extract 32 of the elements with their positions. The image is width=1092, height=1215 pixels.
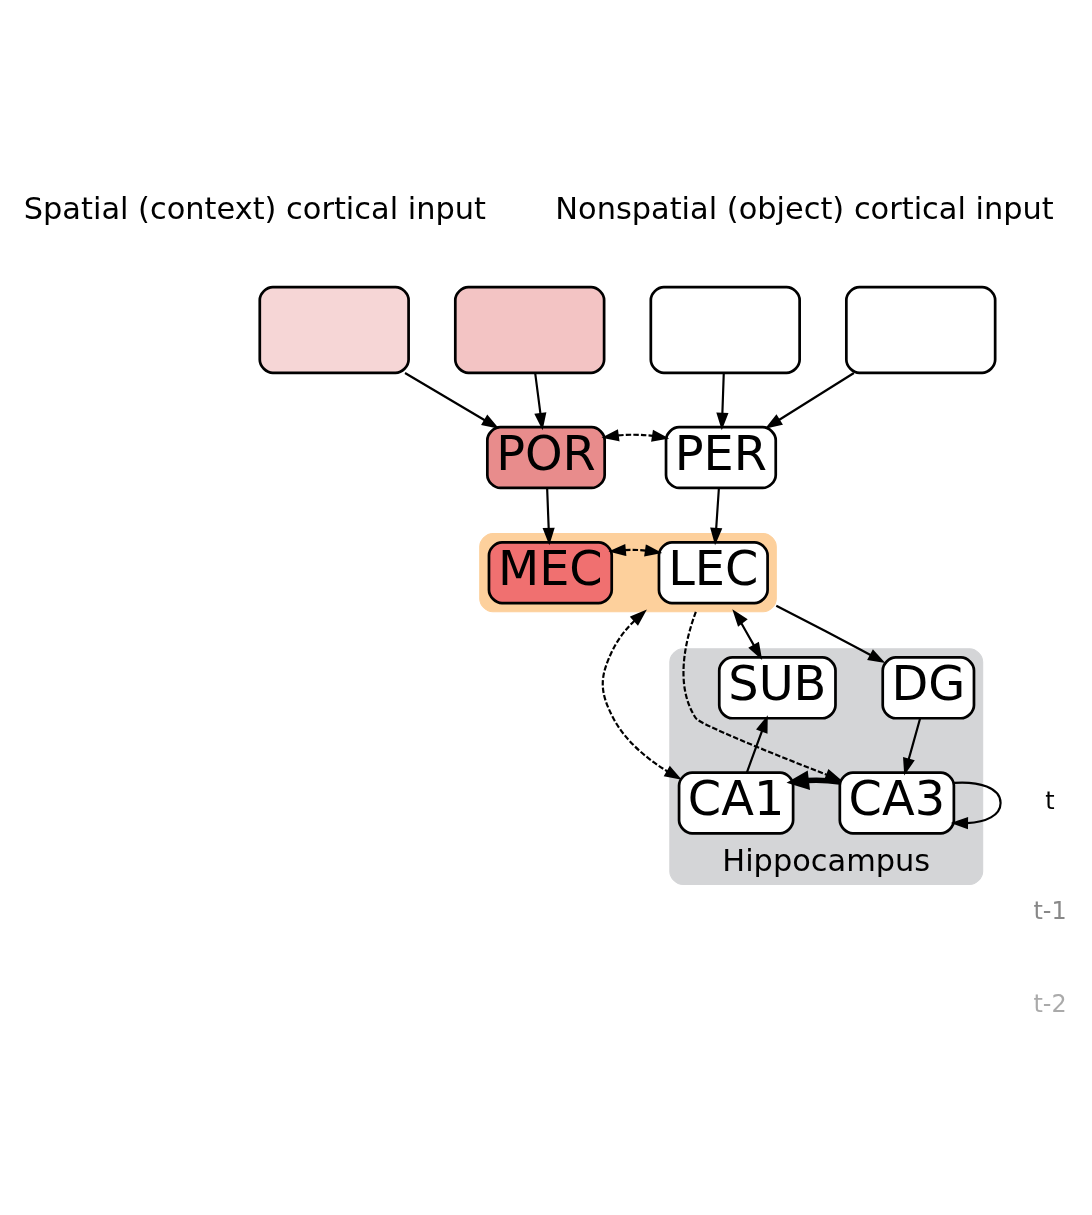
node-box [258, 285, 410, 374]
arrow [950, 781, 1002, 829]
arrow [710, 487, 723, 545]
node-box [649, 285, 801, 374]
node-box: MEC [487, 540, 614, 604]
cluster [479, 532, 777, 612]
node-box: POR [485, 425, 606, 489]
arrow [732, 608, 763, 660]
arrow [601, 428, 670, 442]
arrow [903, 717, 922, 775]
node-box: CA3 [838, 770, 956, 835]
node-box [453, 285, 606, 374]
arrow [608, 543, 663, 556]
label: t [1045, 786, 1055, 815]
label: Spatial (context) cortical input [23, 190, 486, 226]
node-box: SUB [717, 655, 837, 720]
node-box [845, 285, 997, 374]
arrow [764, 371, 855, 429]
node-box: DG [881, 655, 976, 720]
arrow [542, 487, 555, 545]
node-box: PER [664, 425, 778, 489]
arrow [534, 372, 547, 430]
label: t-2 [1033, 989, 1067, 1018]
label: Nonspatial (object) cortical input [555, 190, 1054, 226]
arrow [404, 371, 500, 429]
arrow [745, 714, 768, 773]
arrow [716, 372, 729, 430]
arrow [775, 604, 886, 663]
label: t-1 [1033, 896, 1067, 925]
node-box: CA1 [677, 770, 795, 835]
arrow [601, 609, 682, 780]
node-box: LEC [657, 540, 769, 604]
